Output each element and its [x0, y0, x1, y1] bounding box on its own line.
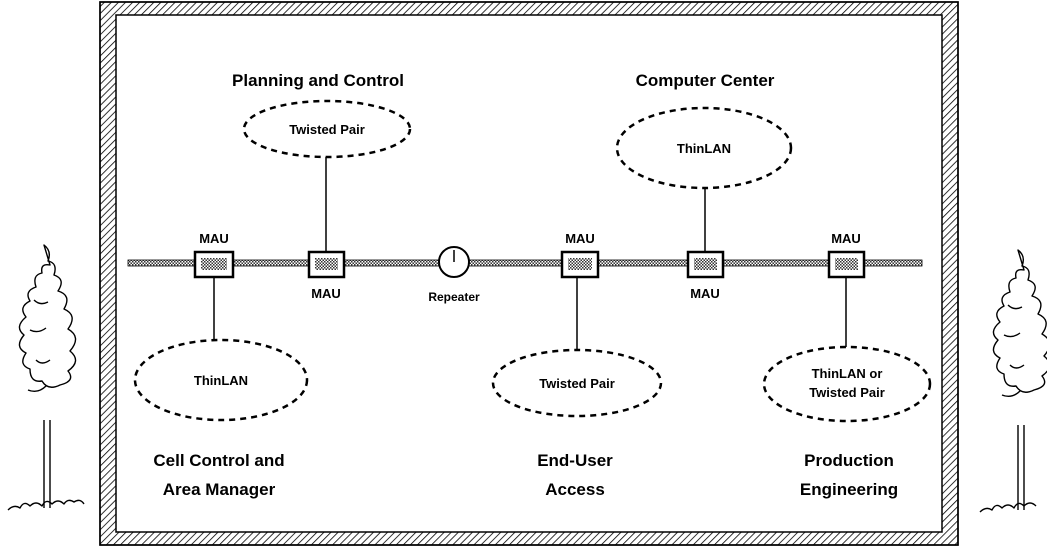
segment-planning-label: Twisted Pair: [289, 122, 365, 137]
segment-cell-label: ThinLAN: [194, 373, 248, 388]
segment-computer-label: ThinLAN: [677, 141, 731, 156]
segment-computer-ellipse: [615, 106, 793, 190]
backbone-cable: [127, 259, 923, 267]
segment-enduser-ellipse: [491, 348, 663, 418]
mau-5: [827, 250, 866, 279]
tree-icon: [979, 249, 1047, 513]
area-planning-label: Planning and Control: [232, 71, 404, 90]
mau-4: [686, 250, 725, 279]
mau-2: [307, 250, 346, 279]
segment-production-ellipse: [762, 345, 932, 423]
segment-enduser-label: Twisted Pair: [539, 376, 615, 391]
area-enduser-label-1: End-User: [537, 451, 613, 470]
tree-icon: [7, 244, 85, 511]
segment-production-label-2: Twisted Pair: [809, 385, 885, 400]
segment-cell-ellipse: [133, 338, 309, 422]
area-computer-label: Computer Center: [636, 71, 775, 90]
mau-1-label: MAU: [199, 231, 229, 246]
building-frame: [99, 1, 959, 546]
drop-lines: [213, 157, 847, 355]
repeater: [438, 246, 470, 278]
area-production-label-2: Engineering: [800, 480, 898, 499]
area-enduser-label-2: Access: [545, 480, 605, 499]
segment-planning-ellipse: [242, 99, 412, 159]
mau-1: [193, 250, 235, 279]
segment-production-label-1: ThinLAN or: [812, 366, 883, 381]
mau-5-label: MAU: [831, 231, 861, 246]
area-production-label-1: Production: [804, 451, 894, 470]
mau-3: [560, 250, 600, 279]
repeater-label: Repeater: [428, 290, 480, 304]
mau-3-label: MAU: [565, 231, 595, 246]
mau-4-label: MAU: [690, 286, 720, 301]
mau-2-label: MAU: [311, 286, 341, 301]
area-cell-label-2: Area Manager: [163, 480, 276, 499]
area-cell-label-1: Cell Control and: [153, 451, 284, 470]
